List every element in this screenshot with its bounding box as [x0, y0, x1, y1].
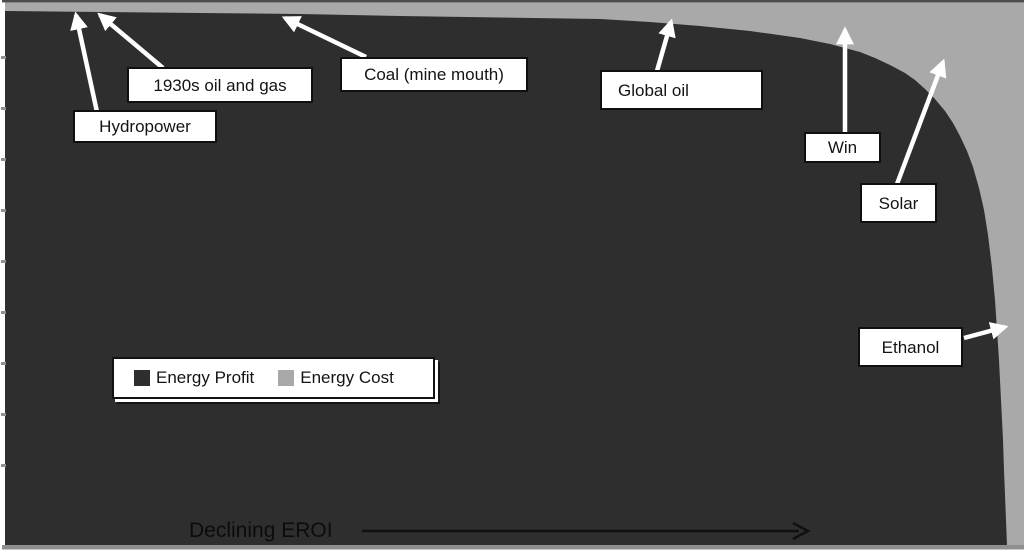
annotation-arrows — [70, 11, 1009, 341]
solar-arrow — [894, 58, 947, 185]
annotation-label-hydropower: Hydropower — [73, 110, 217, 143]
annotation-label-ethanol: Ethanol — [858, 327, 963, 367]
top-border — [2, 0, 1024, 3]
oil1930s-arrow — [97, 12, 165, 70]
bottom-border — [2, 545, 1024, 550]
legend-item-energy-profit: Energy Profit — [134, 368, 254, 388]
hydropower-arrow — [70, 11, 100, 113]
coal-arrow — [281, 15, 367, 60]
declining-eroi-arrow — [362, 521, 811, 541]
energy-cost-swatch-icon — [278, 370, 295, 386]
legend-label-energy-cost: Energy Cost — [300, 368, 394, 387]
globaloil-arrow — [654, 18, 676, 72]
annotation-label-global-oil: Global oil — [600, 70, 763, 110]
declining-eroi-label: Declining EROI — [189, 519, 333, 542]
annotation-label-solar: Solar — [860, 183, 937, 223]
annotation-label-1930s-oil-and-gas: 1930s oil and gas — [127, 67, 313, 103]
legend-label-energy-profit: Energy Profit — [156, 368, 255, 387]
annotation-label-wind: Win — [804, 132, 881, 163]
annotation-label-coal-mine-mouth: Coal (mine mouth) — [340, 57, 528, 92]
chart-legend: Energy Profit Energy Cost — [112, 357, 435, 399]
y-axis-ticks — [1, 56, 6, 467]
legend-item-energy-cost: Energy Cost — [278, 368, 394, 388]
energy-profit-swatch-icon — [134, 370, 150, 386]
energy-profit-area — [5, 11, 1007, 546]
ethanol-arrow — [963, 322, 1009, 341]
